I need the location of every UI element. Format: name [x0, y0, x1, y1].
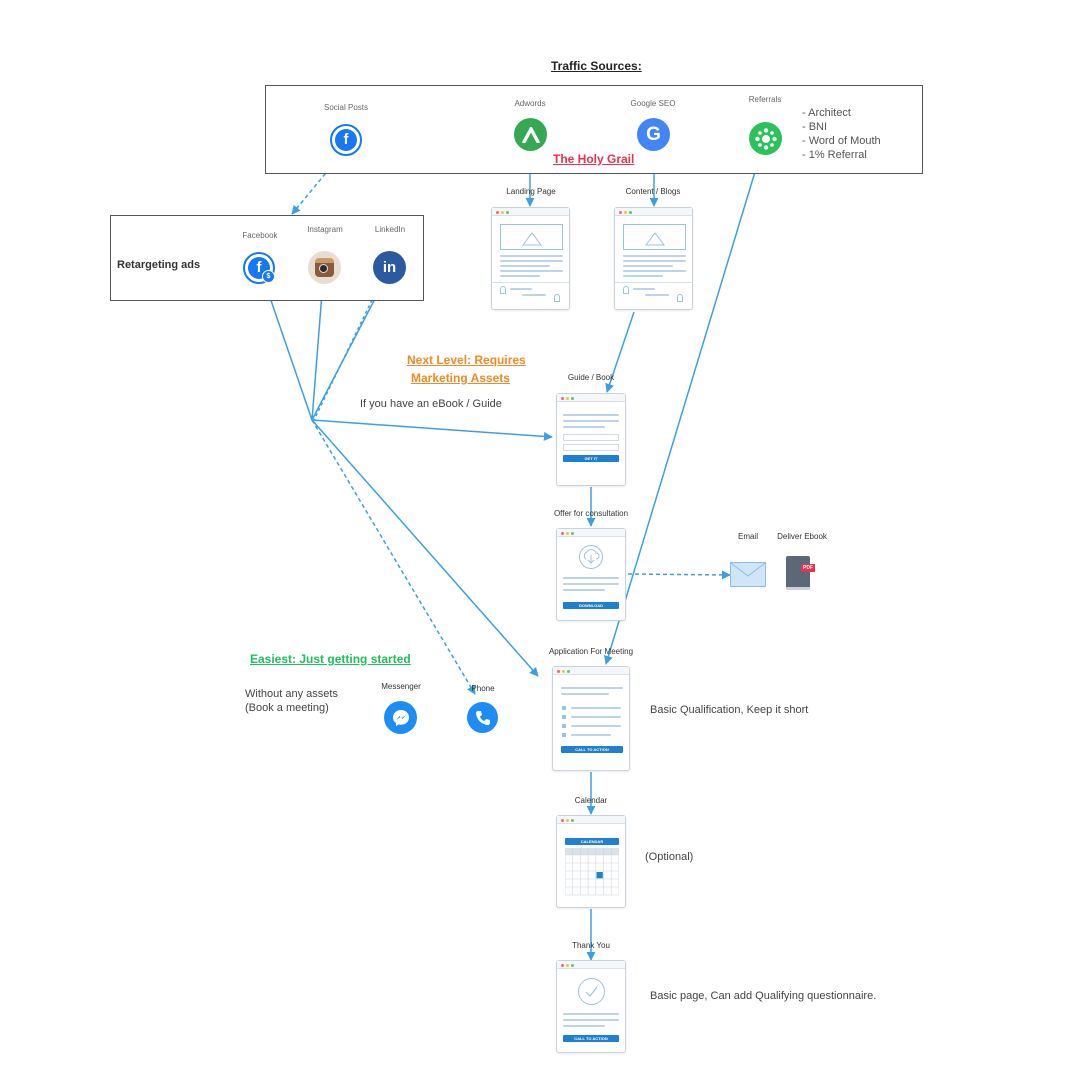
referral-item: - Architect: [802, 107, 851, 119]
phone-icon: [467, 702, 498, 733]
retargeting-linkedin-label: LinkedIn: [374, 225, 406, 234]
application-mockup: CALL TO ACTION: [552, 666, 630, 771]
connector-linkedin-to-hub-dashed: [313, 299, 373, 421]
deliver-ebook-label: Deliver Ebook: [777, 532, 827, 541]
instagram-icon: [308, 251, 341, 284]
landing-page-mockup: [491, 207, 570, 310]
download-cloud-icon: [579, 545, 603, 569]
phone-label: Phone: [471, 684, 495, 693]
messenger-icon: [384, 701, 417, 734]
easiest-note-line1: Without any assets: [245, 688, 338, 700]
referral-item: - BNI: [802, 121, 828, 133]
connector-instagram-to-hub: [311, 292, 323, 421]
next-level-heading-line1: Next Level: Requires: [407, 353, 526, 367]
referrals-label: Referrals: [748, 95, 782, 104]
easiest-heading: Easiest: Just getting started: [250, 652, 411, 666]
get-it-button: GET IT: [563, 455, 619, 462]
calendar-header: CALENDAR: [565, 838, 619, 845]
connector-referrals-to-application: [604, 161, 759, 665]
traffic-sources-box: [265, 85, 923, 174]
guide-book-mockup: GET IT: [556, 393, 626, 486]
referral-item: - Word of Mouth: [802, 135, 881, 147]
connector-content-to-guide: [605, 311, 635, 393]
retargeting-facebook-label: Facebook: [242, 231, 278, 240]
download-button: DOWNLOAD: [563, 602, 619, 609]
linkedin-icon: in: [373, 251, 406, 284]
offer-label: Offer for consultation: [553, 509, 629, 518]
referral-item: - 1% Referral: [802, 149, 867, 161]
thank-you-note: Basic page, Can add Qualifying questionn…: [650, 990, 877, 1002]
content-blogs-label: Content / Blogs: [625, 187, 681, 196]
calendar-mockup: CALENDAR: [556, 815, 626, 908]
application-cta-button: CALL TO ACTION: [561, 746, 623, 753]
social-posts-label: Social Posts: [323, 103, 369, 112]
google-seo-label: Google SEO: [630, 99, 676, 108]
adwords-icon: [514, 118, 547, 151]
application-label: Application For Meeting: [548, 647, 634, 656]
retargeting-title: Retargeting ads: [117, 259, 201, 271]
thank-you-cta-button: CALL TO ACTION: [563, 1035, 619, 1042]
referral-list: - Architect - BNI - Word of Mouth - 1% R…: [802, 106, 881, 162]
retargeting-instagram-label: Instagram: [307, 225, 343, 234]
calendar-label: Calendar: [574, 796, 608, 805]
offer-mockup: DOWNLOAD: [556, 528, 626, 621]
connector-hub-to-application: [311, 419, 539, 677]
messenger-label: Messenger: [381, 682, 421, 691]
application-note: Basic Qualification, Keep it short: [650, 704, 809, 716]
ebook-pdf-icon: PDF: [786, 556, 815, 590]
email-envelope-icon: [730, 562, 766, 592]
email-label: Email: [737, 532, 758, 541]
calendar-grid: [565, 848, 619, 896]
thank-you-mockup: CALL TO ACTION: [556, 960, 626, 1053]
checkmark-icon: [578, 978, 605, 1005]
connector-facebook-to-hub: [264, 282, 313, 421]
adwords-label: Adwords: [514, 99, 546, 108]
landing-page-label: Landing Page: [506, 187, 556, 196]
calendar-note: (Optional): [645, 851, 694, 863]
connector-hub-to-guide: [311, 419, 553, 441]
pdf-badge: PDF: [801, 564, 815, 572]
diagram-title: Traffic Sources:: [551, 59, 642, 73]
connector-social-to-retargeting: [291, 167, 331, 215]
easiest-note-line2: (Book a meeting): [245, 702, 329, 714]
connector-offer-to-email: [627, 570, 731, 580]
referral-network-icon: [749, 122, 782, 155]
facebook-ad-badge-icon: $: [262, 270, 275, 283]
guide-book-label: Guide / Book: [567, 373, 615, 382]
google-icon: G: [637, 118, 670, 151]
holy-grail-label: The Holy Grail: [553, 152, 635, 166]
next-level-heading-line2: Marketing Assets: [411, 371, 510, 385]
ebook-note: If you have an eBook / Guide: [360, 398, 502, 410]
thank-you-label: Thank You: [572, 941, 610, 950]
content-blogs-mockup: [614, 207, 693, 310]
facebook-icon: f: [330, 124, 362, 156]
